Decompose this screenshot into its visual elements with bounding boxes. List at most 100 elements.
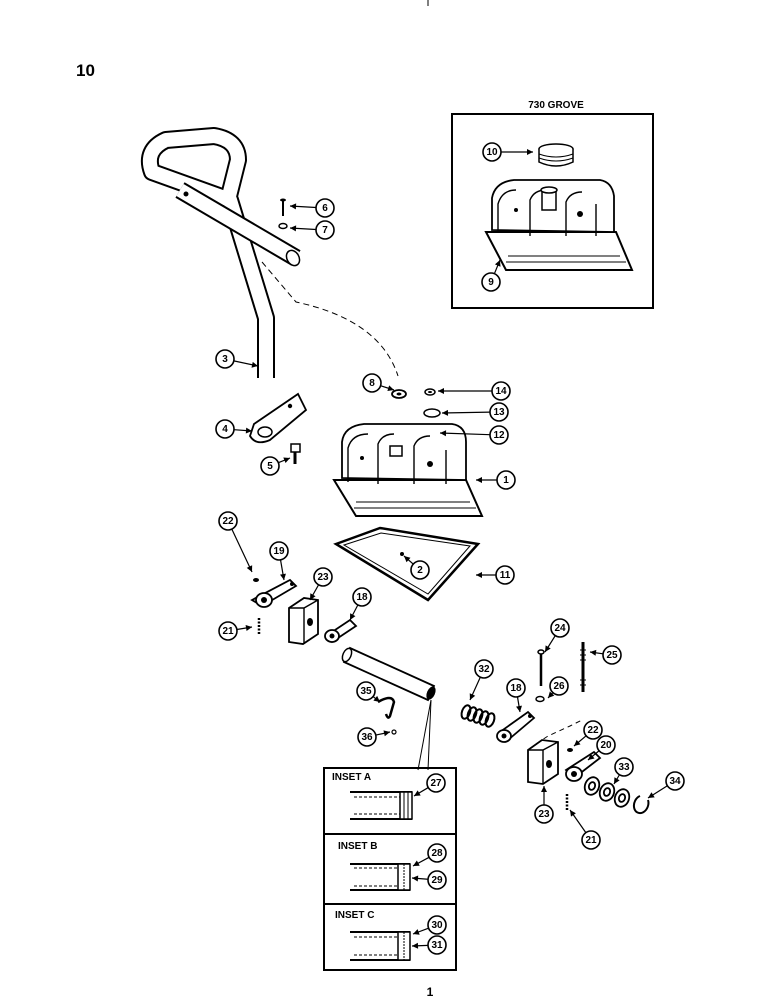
grommet-8-part (391, 389, 407, 399)
callout-arrowhead (310, 593, 316, 600)
callout-number: 34 (669, 776, 681, 787)
callout-arrowhead (570, 810, 576, 817)
callout-number: 12 (493, 430, 505, 441)
callout-24: 24 (544, 618, 570, 653)
callout-arrowhead (588, 753, 595, 760)
spring-32-part (460, 704, 496, 728)
callout-19: 19 (269, 541, 289, 581)
callout-number: 21 (585, 835, 597, 846)
callout-arrowhead (280, 573, 286, 580)
callout-number: 19 (273, 546, 285, 557)
callout-number: 20 (600, 740, 612, 751)
callout-arrowhead (383, 730, 390, 737)
callout-bubble (260, 456, 280, 476)
washers-33-part (583, 776, 631, 808)
rocker-arm-18b-part (496, 710, 536, 743)
callout-29: 29 (411, 870, 447, 890)
callout-arrowhead (413, 929, 420, 935)
callout-arrowhead (412, 875, 419, 882)
callout-arrowhead (404, 556, 411, 563)
callout-arrowhead (614, 777, 620, 784)
callout-bubble (534, 804, 554, 824)
callout-bubble (352, 587, 372, 607)
callout-arrowhead (541, 786, 547, 792)
nut-22-part (253, 578, 259, 582)
footer-number: 1 (427, 985, 434, 999)
callout-33: 33 (613, 757, 634, 785)
callout-32: 32 (469, 659, 494, 701)
callout-leader (231, 528, 253, 573)
callout-11: 11 (476, 565, 515, 585)
callout-arrowhead (574, 739, 581, 746)
inset-b-label: INSET B (338, 841, 377, 852)
callout-26: 26 (547, 676, 569, 699)
callout-number: 28 (431, 848, 443, 859)
callout-4: 4 (215, 419, 253, 439)
callout-12: 12 (439, 425, 509, 445)
callout-bubble (315, 220, 335, 240)
callout-number: 27 (430, 778, 442, 789)
support-block-23b-part (527, 739, 559, 785)
callout-number: 18 (510, 683, 522, 694)
callout-arrowhead (442, 409, 449, 416)
callout-bubble (357, 727, 377, 747)
callout-number: 18 (356, 592, 368, 603)
callout-bubble (474, 659, 494, 679)
callout-bubble (602, 645, 622, 665)
callout-bubble (489, 425, 509, 445)
callout-bubble (495, 565, 515, 585)
callout-bubble (665, 771, 685, 791)
callout-bubble (215, 419, 235, 439)
callout-number: 29 (431, 875, 443, 886)
callout-5: 5 (260, 456, 291, 476)
callout-bubble (269, 541, 289, 561)
bracket-part (249, 392, 308, 444)
nut-14-part (424, 388, 436, 396)
rocker-arm-18-part (324, 618, 358, 644)
callout-22: 22 (218, 511, 253, 573)
callout-number: 31 (431, 940, 443, 951)
callout-arrowhead (245, 625, 252, 631)
callout-bubble (426, 773, 446, 793)
callout-21: 21 (569, 809, 601, 850)
callout-6: 6 (289, 198, 335, 218)
callout-number: 3 (222, 354, 228, 365)
callout-arrowhead (494, 260, 501, 267)
callout-bubble (427, 915, 447, 935)
callout-number: 1 (503, 475, 509, 486)
callout-arrowhead (412, 942, 419, 949)
callout-arrowhead (438, 388, 444, 394)
callout-arrowhead (245, 427, 252, 434)
callout-25: 25 (589, 645, 622, 665)
gasket-part (333, 526, 481, 602)
callout-bubble (550, 618, 570, 638)
callout-10: 10 (482, 142, 533, 162)
callout-arrowhead (373, 695, 380, 702)
inset-c-label: INSET C (335, 910, 374, 921)
callout-arrowhead (545, 645, 551, 652)
callout-number: 11 (500, 570, 511, 581)
callout-arrowhead (246, 565, 253, 572)
callout-number: 4 (222, 424, 228, 435)
callout-number: 23 (317, 572, 329, 583)
callout-8: 8 (362, 373, 395, 393)
inset-c-shaft (350, 931, 411, 961)
callout-arrowhead (527, 149, 533, 155)
callout-27: 27 (413, 773, 446, 797)
callout-number: 6 (322, 203, 328, 214)
callout-number: 14 (495, 386, 507, 397)
callout-7: 7 (289, 220, 335, 240)
bolt-5-part (290, 443, 301, 464)
breather-tube-part (140, 127, 399, 378)
callout-bubble (549, 676, 569, 696)
washer-13-part (423, 408, 441, 418)
callout-number: 26 (553, 681, 565, 692)
callout-14: 14 (438, 381, 511, 401)
bolt-24-part (537, 649, 545, 686)
callout-arrowhead (387, 385, 394, 392)
callout-number: 9 (488, 277, 494, 288)
callout-number: 21 (222, 626, 234, 637)
callout-bubble (506, 678, 526, 698)
